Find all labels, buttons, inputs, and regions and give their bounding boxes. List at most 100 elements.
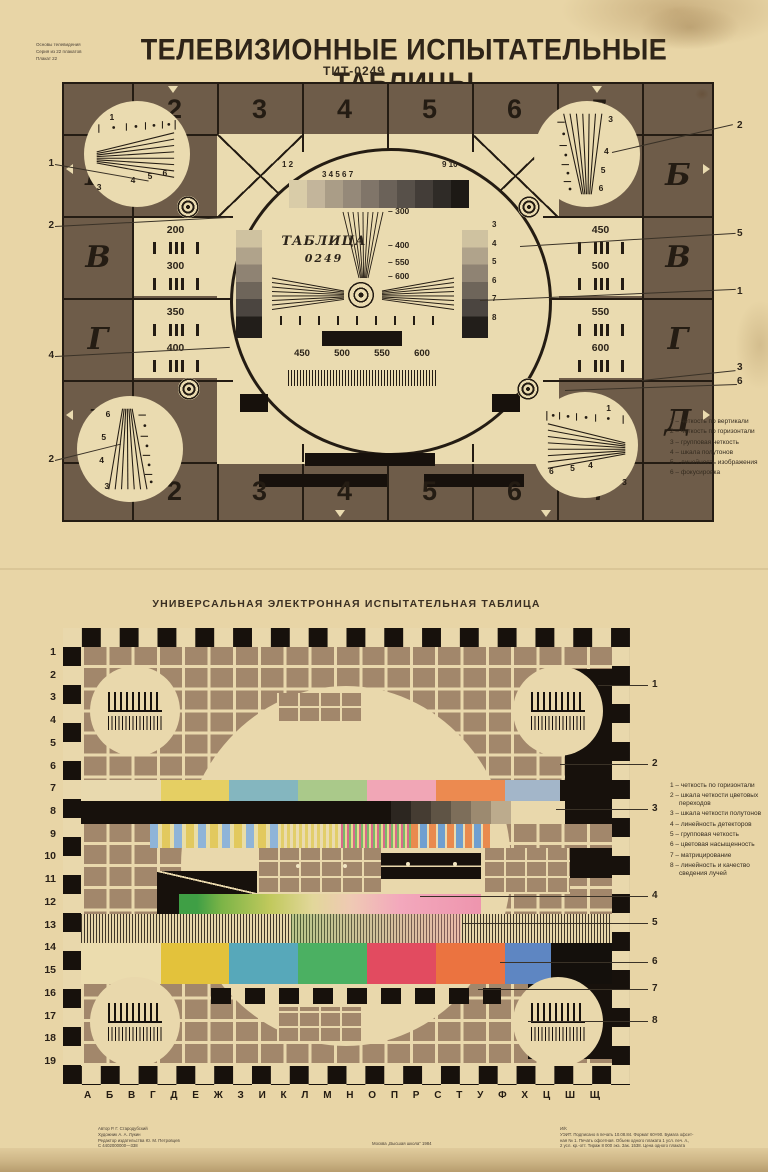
column-letter: Е bbox=[192, 1090, 199, 1101]
row-number: 9 bbox=[50, 827, 56, 840]
step-number: 6 bbox=[492, 275, 497, 285]
edge-marker-triangle bbox=[541, 510, 551, 517]
wedge-number: 3 bbox=[608, 113, 613, 124]
column-letter: Ж bbox=[213, 1090, 223, 1101]
legend-item: 2 – шкала четкости цветовых переходов bbox=[670, 792, 759, 808]
column-letter: В bbox=[127, 1090, 136, 1101]
column-letter: С bbox=[434, 1090, 442, 1101]
resolution-cell: 550 600 bbox=[559, 300, 642, 378]
row-number: 13 bbox=[44, 918, 56, 931]
frequency-label: 450 bbox=[294, 348, 310, 359]
resolution-wedge-label: – 550 bbox=[388, 257, 410, 267]
row-number: 19 bbox=[44, 1054, 56, 1067]
color-bar bbox=[298, 780, 367, 801]
wedge-number: 5 bbox=[600, 164, 606, 175]
corner-circle-top-right bbox=[513, 666, 603, 756]
column-letter: А bbox=[84, 1090, 92, 1101]
imprint-center: Москва „Высшая школа“ 1984 bbox=[372, 1141, 432, 1146]
corner-circle-bottom-left bbox=[90, 977, 180, 1066]
diagonal-line-box bbox=[157, 871, 257, 894]
column-number: 3 bbox=[251, 475, 268, 506]
color-bar bbox=[505, 780, 560, 801]
callout-line bbox=[560, 764, 648, 765]
resolution-value: 500 bbox=[591, 260, 610, 272]
resolution-value: 400 bbox=[166, 342, 185, 354]
wedge-number: 3 bbox=[622, 476, 627, 487]
frequency-label: 500 bbox=[334, 348, 350, 359]
callout-number: 2 bbox=[48, 220, 54, 231]
imprint-line: ная № 1. Печать офсетная. Объем одного п… bbox=[560, 1137, 690, 1143]
paper-stain bbox=[640, 5, 740, 50]
color-bar bbox=[81, 780, 161, 801]
resolution-value: 200 bbox=[166, 224, 185, 236]
row-letter: В bbox=[85, 239, 111, 275]
card-name-label: ТАБЛИЦА bbox=[281, 234, 367, 249]
focus-bullseye-icon bbox=[517, 378, 539, 400]
orange-blue-stripes bbox=[411, 824, 490, 848]
fine-stripe-band bbox=[288, 370, 438, 386]
ueit-test-card bbox=[63, 628, 630, 1085]
legend-item: 2 – четкость по горизонтали bbox=[670, 428, 755, 436]
line-comb-pattern bbox=[108, 1003, 162, 1023]
edition-colophon: Основы телевидения Серия из 22 плакатов … bbox=[36, 42, 81, 62]
callout-number: 1 bbox=[737, 286, 743, 297]
legend-item: 8 – линейность и качество сведения лучей bbox=[670, 861, 750, 877]
row-number: 5 bbox=[50, 736, 56, 749]
column-letter: Н bbox=[346, 1090, 354, 1101]
colophon-line: Основы телевидения bbox=[36, 42, 81, 47]
color-bar bbox=[505, 943, 551, 984]
wedge-number: 5 bbox=[570, 463, 575, 474]
row-letter: В bbox=[665, 239, 691, 275]
wedge-fan-icon bbox=[557, 113, 603, 195]
row-number: 2 bbox=[50, 668, 56, 681]
resolution-value: 550 bbox=[591, 306, 610, 318]
resolution-wedge-label: – 400 bbox=[388, 240, 410, 250]
frequency-burst-band bbox=[81, 914, 612, 943]
linearity-bar bbox=[424, 474, 524, 487]
legend-item: 6 – цветовая насыщенность bbox=[670, 841, 755, 849]
column-letter: Г bbox=[149, 1090, 156, 1101]
imprint-line: УЭИТ. Подписано в печать 10.08.84. Форма… bbox=[560, 1131, 694, 1137]
focus-target-icon bbox=[347, 281, 375, 309]
line-comb-pattern bbox=[531, 1003, 585, 1023]
grayscale-step-strip bbox=[289, 180, 469, 208]
imprint-line: И/К bbox=[560, 1126, 567, 1131]
corner-circle-top-left: 1 3 4 5 6 bbox=[84, 101, 190, 207]
grid-line bbox=[302, 134, 304, 152]
legend-item: 1 – четкость по вертикали bbox=[670, 418, 749, 425]
column-letter: Р bbox=[412, 1090, 420, 1101]
black-bar-with-line bbox=[381, 853, 481, 879]
top-card-legend: 1 – четкость по вертикали 2 – четкость по… bbox=[670, 418, 766, 480]
imprint-line: Редактор издательства Ю. М. Петровцев bbox=[98, 1137, 180, 1143]
convergence-dot bbox=[296, 864, 300, 868]
column-letter: О bbox=[368, 1090, 377, 1101]
diagonal-test-cell bbox=[217, 134, 304, 218]
column-number: 3 bbox=[251, 93, 268, 124]
grid-line bbox=[472, 444, 474, 462]
color-bar bbox=[367, 780, 436, 801]
bottom-card-title: УНИВЕРСАЛЬНАЯ ЭЛЕКТРОННАЯ ИСПЫТАТЕЛЬНАЯ … bbox=[152, 598, 541, 610]
fine-comb-pattern bbox=[108, 716, 162, 730]
linearity-bar bbox=[259, 474, 387, 487]
wedge-number: 6 bbox=[548, 466, 554, 477]
edge-marker-triangle bbox=[703, 164, 710, 174]
callout-number: 8 bbox=[652, 1015, 658, 1026]
colophon-line: Плакат 22 bbox=[36, 55, 58, 61]
legend-item: 3 – групповая четкость bbox=[670, 438, 739, 446]
black-square bbox=[240, 394, 268, 412]
pastel-color-bars bbox=[81, 780, 612, 801]
legend-item: 5 – групповая четкость bbox=[670, 830, 739, 838]
color-bar bbox=[298, 943, 367, 984]
corner-circle-top-right: 3 4 5 6 bbox=[534, 101, 640, 207]
legend-item: 4 – шкала полутонов bbox=[670, 448, 734, 456]
resolution-bars-icon bbox=[577, 360, 624, 372]
color-bar bbox=[560, 780, 612, 801]
callout-line bbox=[462, 923, 648, 924]
imprint-line: Художник А. А. Лукин bbox=[98, 1131, 141, 1137]
focus-bullseye-icon bbox=[177, 196, 199, 218]
resolution-wedge-label: – 600 bbox=[388, 271, 410, 281]
column-number: 4 bbox=[336, 475, 353, 506]
